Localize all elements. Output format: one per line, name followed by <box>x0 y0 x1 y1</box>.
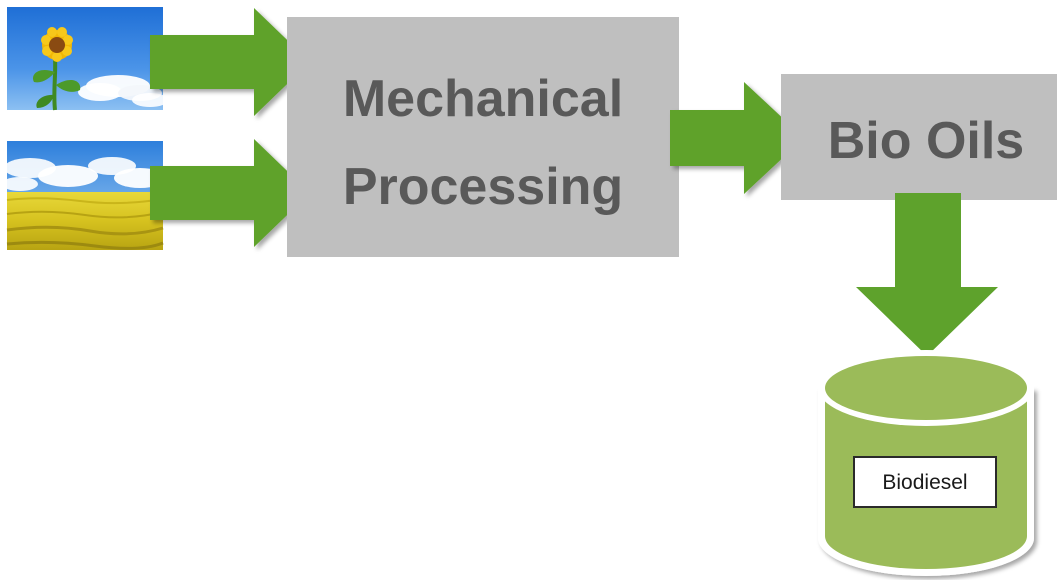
arrow-processing-to-bio-oils <box>670 82 804 194</box>
arrow-field-to-processing <box>150 139 310 247</box>
processing-box-line1: Mechanical <box>343 70 623 128</box>
bio-oils-label: Bio Oils <box>828 112 1024 170</box>
sunflower-head <box>41 27 73 62</box>
arrow-bio-oils-to-biodiesel <box>856 193 998 356</box>
mechanical-processing-box <box>287 17 679 257</box>
bio-oils-box <box>781 74 1057 200</box>
processing-box-line2: Processing <box>343 158 623 216</box>
biodiesel-label: Biodiesel <box>882 471 967 494</box>
rapeseed-field-photo <box>2 141 166 250</box>
sunflower-photo <box>7 7 168 111</box>
biodiesel-label-box <box>853 456 997 508</box>
arrow-sunflower-to-processing <box>150 8 310 116</box>
